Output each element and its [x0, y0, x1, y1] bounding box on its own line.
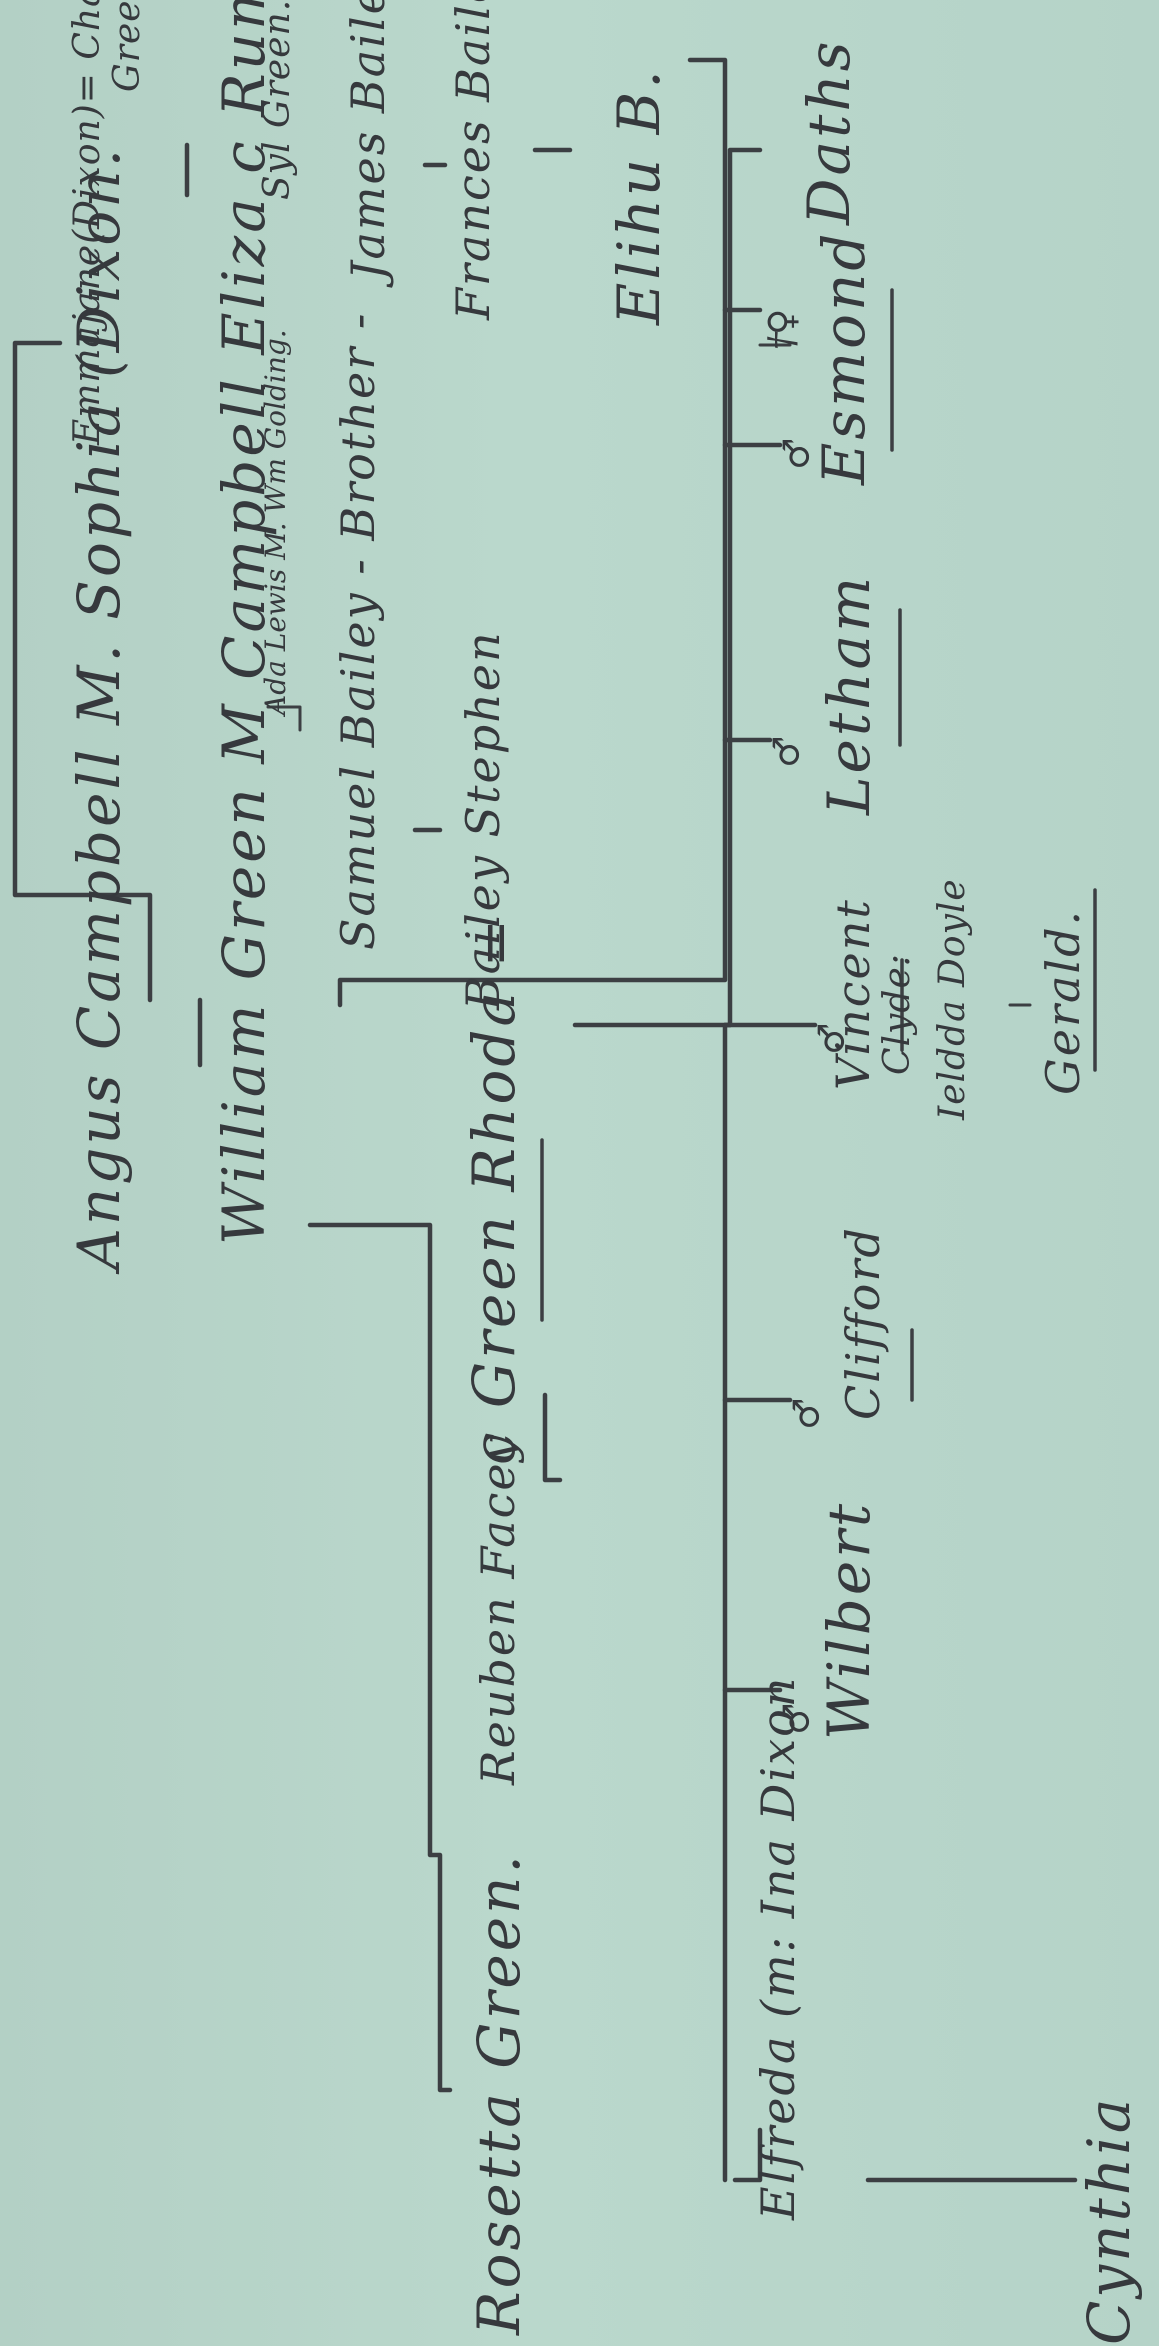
node-rosetta-green: Rosetta Green.: [465, 1852, 533, 2335]
male-symbol-letham: ♂: [767, 734, 808, 768]
node-syl-green: Syl Green.: [257, 0, 298, 200]
node-ada-lewis: Ada Lewis M. Wm Golding.: [259, 329, 292, 715]
node-james-bailey: James Bailey: [341, 0, 395, 280]
node-frances-bailey: Frances Bailey: [446, 0, 500, 320]
node-charles-green: Green.: [107, 0, 148, 92]
node-elihu: Elihu B.: [605, 67, 673, 325]
connector-sophia-emmajane: [12, 340, 153, 1003]
node-vincent: Vincent: [826, 898, 880, 1090]
node-samuel-bailey: Samuel Bailey - Brother -: [331, 311, 385, 950]
male-symbol-vincent: ♂: [812, 1021, 853, 1055]
male-symbol-wilbert: ♂: [777, 1701, 818, 1735]
node-wilbert: Wilbert: [815, 1500, 883, 1740]
node-letham: Letham: [815, 573, 883, 815]
node-reuben-facey: Reuben Facey: [471, 1433, 525, 1785]
node-emmajane: Emmajane(Dixon)= Charles: [67, 0, 108, 445]
node-esmond: Esmond: [810, 230, 878, 485]
dagger-mark-esmond: †: [762, 331, 803, 350]
node-cynthia: Cynthia: [1075, 2095, 1143, 2345]
node-ieldda-doyle: Ieldda Doyle: [932, 878, 973, 1120]
connector-elfreda: [732, 2127, 763, 2183]
connector-william-children: [307, 1222, 453, 2093]
male-symbol-esmond: ♂: [777, 436, 818, 470]
node-rhoda: c Green Rhoda =: [460, 915, 528, 1465]
connector-bailey-box: [337, 57, 728, 1008]
connector-reuben-rhoda: [542, 1392, 563, 1483]
node-daphs: Daths: [795, 38, 863, 225]
male-symbol-clifford: ♂: [787, 1396, 828, 1430]
node-clyde: Clyde:: [877, 953, 918, 1075]
connector-rumbles-ada: [266, 705, 302, 732]
node-elfreda: Elfreda (m: Ina Dixon: [751, 1675, 805, 2220]
node-clifford: Clifford: [836, 1226, 890, 1420]
node-gerald: Gerald.: [1036, 908, 1090, 1095]
